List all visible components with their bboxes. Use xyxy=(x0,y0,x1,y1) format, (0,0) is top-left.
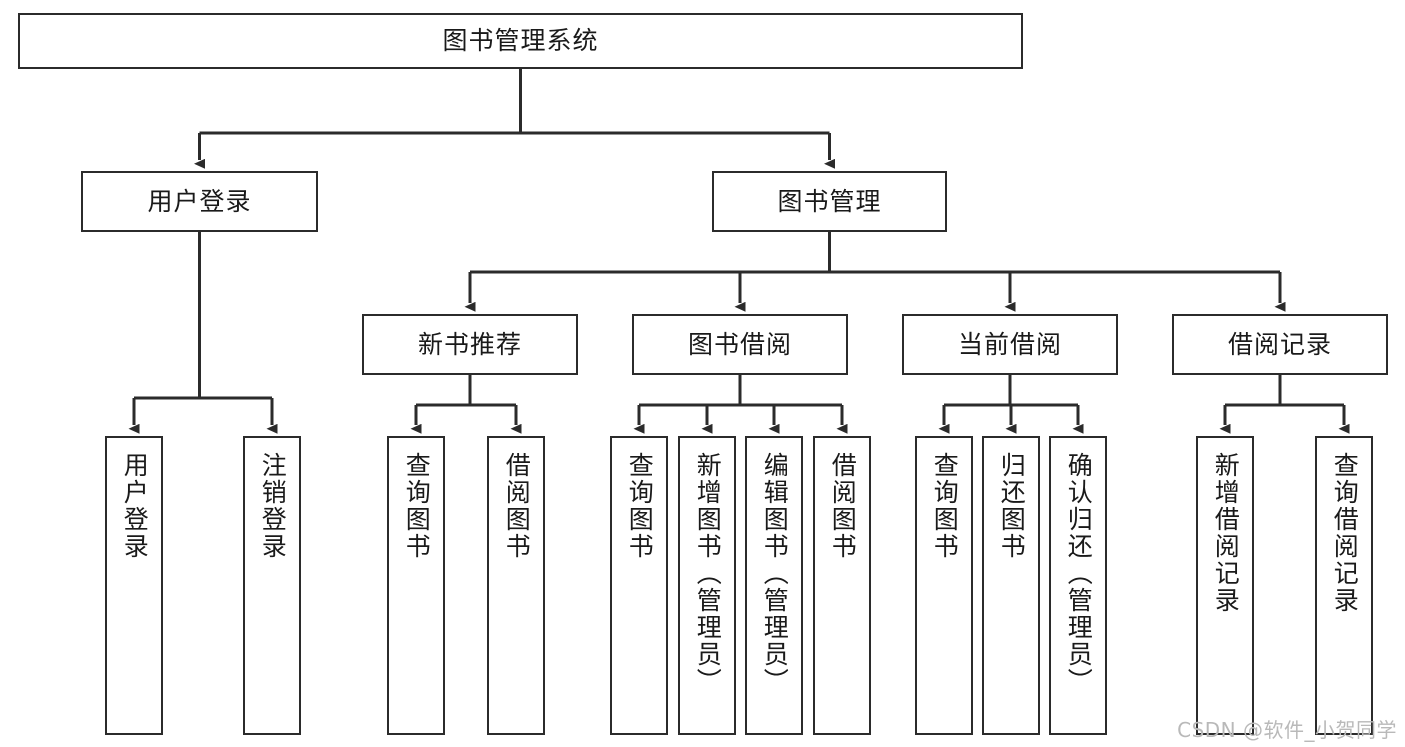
node-borrow-record[interactable]: 借阅记录 xyxy=(1172,314,1388,375)
node-label: 确认归还（管理员） xyxy=(1064,452,1094,695)
leaf-add-book-admin[interactable]: 新增图书（管理员） xyxy=(678,436,736,735)
node-current-borrow[interactable]: 当前借阅 xyxy=(902,314,1118,375)
node-label: 图书管理 xyxy=(777,186,882,216)
node-label: 新增图书（管理员） xyxy=(693,452,723,695)
node-label: 借阅图书 xyxy=(502,452,532,560)
node-label: 新增借阅记录 xyxy=(1211,452,1241,614)
leaf-borrow-book-rec[interactable]: 借阅图书 xyxy=(487,436,545,735)
node-label: 注销登录 xyxy=(258,452,288,560)
node-book-borrow[interactable]: 图书借阅 xyxy=(632,314,848,375)
leaf-query-borrow-record[interactable]: 查询借阅记录 xyxy=(1315,436,1373,735)
leaf-confirm-return-admin[interactable]: 确认归还（管理员） xyxy=(1049,436,1107,735)
node-user-login[interactable]: 用户登录 xyxy=(81,171,318,232)
node-label: 借阅图书 xyxy=(828,452,858,560)
leaf-add-borrow-record[interactable]: 新增借阅记录 xyxy=(1196,436,1254,735)
node-label: 图书管理系统 xyxy=(442,26,599,56)
node-label: 图书借阅 xyxy=(687,329,792,359)
leaf-borrow-book[interactable]: 借阅图书 xyxy=(813,436,871,735)
node-label: 查询借阅记录 xyxy=(1330,452,1360,614)
node-label: 查询图书 xyxy=(402,452,432,560)
leaf-logout[interactable]: 注销登录 xyxy=(243,436,301,735)
node-label: 借阅记录 xyxy=(1227,329,1332,359)
csdn-watermark: CSDN @软件_小贺同学 xyxy=(1177,718,1397,742)
node-label: 用户登录 xyxy=(120,452,150,560)
leaf-return-book[interactable]: 归还图书 xyxy=(982,436,1040,735)
leaf-user-login[interactable]: 用户登录 xyxy=(105,436,163,735)
node-label: 查询图书 xyxy=(625,452,655,560)
leaf-query-book-borrow[interactable]: 查询图书 xyxy=(610,436,668,735)
node-book-management[interactable]: 图书管理 xyxy=(712,171,947,232)
node-root[interactable]: 图书管理系统 xyxy=(18,13,1023,69)
node-label: 新书推荐 xyxy=(417,329,522,359)
leaf-query-book-rec[interactable]: 查询图书 xyxy=(387,436,445,735)
leaf-edit-book-admin[interactable]: 编辑图书（管理员） xyxy=(745,436,803,735)
node-label: 归还图书 xyxy=(997,452,1027,560)
node-label: 查询图书 xyxy=(930,452,960,560)
node-label: 当前借阅 xyxy=(957,329,1062,359)
node-label: 编辑图书（管理员） xyxy=(760,452,790,695)
node-label: 用户登录 xyxy=(147,186,252,216)
node-new-book-recommend[interactable]: 新书推荐 xyxy=(362,314,578,375)
leaf-query-book-current[interactable]: 查询图书 xyxy=(915,436,973,735)
